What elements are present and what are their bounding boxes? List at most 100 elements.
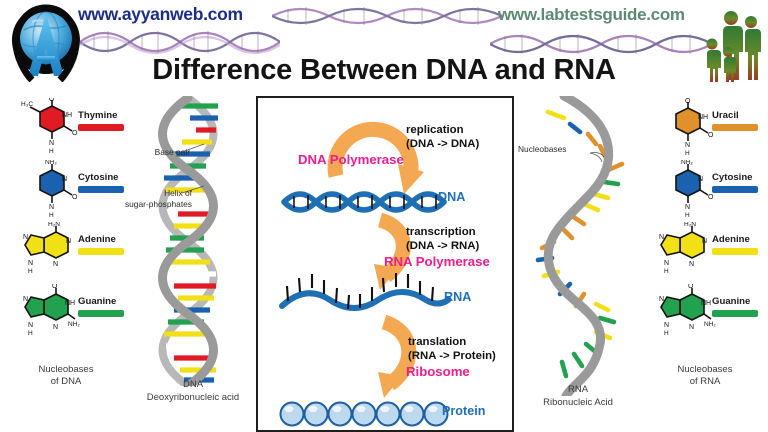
dna-helix-caption-line1: DNA xyxy=(182,379,204,390)
adenine-structure-icon: H₂N N N N N H xyxy=(18,221,80,280)
rna-nucleobases-caption-line2: of RNA xyxy=(689,376,721,387)
dna-polymerase-label: DNA Polymerase xyxy=(298,152,404,167)
adenine-label: Adenine xyxy=(78,234,116,245)
svg-text:N: N xyxy=(689,324,694,331)
helix-annotation-line1: Helix of xyxy=(164,188,192,198)
svg-text:N: N xyxy=(53,261,58,268)
svg-text:H: H xyxy=(685,150,690,156)
rna-nucleobases-column: O NH O N H Uracil NH₂ N O xyxy=(642,96,768,426)
thymine-structure-icon: H₃C O NH O N H xyxy=(18,96,80,156)
svg-text:O: O xyxy=(708,194,714,201)
adenine-color-bar xyxy=(78,248,124,255)
svg-text:H: H xyxy=(49,212,54,218)
svg-text:N: N xyxy=(53,324,58,331)
nucleobase-cytosine-dna: NH₂ N O N H Cytosine xyxy=(0,158,132,220)
transcription-process-label: transcription (DNA -> RNA) xyxy=(406,226,479,253)
svg-text:N: N xyxy=(702,238,707,245)
adenine-rna-color-bar xyxy=(712,248,758,255)
svg-text:N: N xyxy=(659,296,664,303)
svg-text:N: N xyxy=(664,260,669,267)
dna-nucleobases-caption: Nucleobases of DNA xyxy=(0,364,132,388)
svg-text:N: N xyxy=(28,322,33,329)
helix-sugar-phosphates-annotation: Helix of sugar-phosphates xyxy=(96,188,192,209)
guanine-color-bar xyxy=(78,310,124,317)
dna-helix-strip xyxy=(281,191,447,213)
svg-text:O: O xyxy=(52,284,58,290)
ayyanweb-globe-logo xyxy=(2,0,90,83)
svg-text:N: N xyxy=(23,234,28,241)
svg-text:O: O xyxy=(72,194,78,201)
svg-text:NH₂: NH₂ xyxy=(45,160,57,166)
svg-text:O: O xyxy=(49,98,55,103)
svg-text:N: N xyxy=(664,322,669,329)
svg-text:H: H xyxy=(664,268,669,275)
nucleobase-cytosine-rna: NH₂ N O N H Cytosine xyxy=(642,158,768,220)
dna-helix-caption: DNA Deoxyribonucleic acid xyxy=(130,379,256,404)
svg-text:N: N xyxy=(66,238,71,245)
svg-text:O: O xyxy=(72,130,78,137)
svg-text:N: N xyxy=(659,234,664,241)
dna-wave-decoration-left xyxy=(79,22,281,56)
svg-text:NH₂: NH₂ xyxy=(704,321,716,328)
svg-text:H: H xyxy=(685,212,690,218)
svg-text:N: N xyxy=(685,204,690,211)
cytosine-rna-structure-icon: NH₂ N O N H xyxy=(654,159,716,219)
nucleobase-thymine: H₃C O NH O N H Thymine xyxy=(0,96,132,158)
dna-nucleobases-column: H₃C O NH O N H Thymine NH₂ N xyxy=(0,96,132,426)
uracil-label: Uracil xyxy=(712,110,739,121)
svg-text:H: H xyxy=(28,330,33,337)
guanine-structure-icon: O NH NH₂ N N N H xyxy=(18,283,80,342)
svg-text:N: N xyxy=(28,260,33,267)
dna-nucleobases-caption-line2: of DNA xyxy=(50,376,82,387)
rna-strand-illustration: Nucleobases RNA Ribonucleic Acid xyxy=(514,96,642,432)
cytosine-color-bar xyxy=(78,186,124,193)
svg-text:O: O xyxy=(685,98,691,105)
svg-text:H: H xyxy=(28,268,33,275)
dna-wave-decoration-middle xyxy=(271,2,503,30)
transcription-line2: (DNA -> RNA) xyxy=(406,239,480,252)
rna-polymerase-label: RNA Polymerase xyxy=(384,254,490,269)
family-silhouette-icon xyxy=(700,6,768,82)
cytosine-rna-label: Cytosine xyxy=(712,172,753,183)
rna-nucleobases-caption-line1: Nucleobases xyxy=(677,364,733,375)
dna-nucleobases-caption-line1: Nucleobases xyxy=(38,364,94,375)
guanine-label: Guanine xyxy=(78,296,117,307)
svg-text:H₃C: H₃C xyxy=(21,101,33,108)
translation-line2: (RNA -> Protein) xyxy=(408,349,496,362)
rna-nucleobases-annotation: Nucleobases xyxy=(518,144,567,154)
svg-text:H₂N: H₂N xyxy=(684,222,696,228)
adenine-rna-label: Adenine xyxy=(712,234,750,245)
replication-process-label: replication (DNA -> DNA) xyxy=(406,124,479,151)
nucleobase-adenine-dna: H₂N N N N N H Adenine xyxy=(0,220,132,282)
svg-text:N: N xyxy=(49,140,54,147)
svg-text:N: N xyxy=(23,296,28,303)
dna-double-helix-illustration: Base pair Helix of sugar-phosphates DNA … xyxy=(125,96,256,426)
svg-text:O: O xyxy=(688,284,694,290)
base-pair-annotation: Base pair xyxy=(154,147,190,157)
svg-text:N: N xyxy=(62,176,67,183)
svg-text:NH: NH xyxy=(698,114,708,121)
header-url-right[interactable]: www.labtestsguide.com xyxy=(498,5,685,24)
svg-text:H: H xyxy=(664,330,669,337)
dna-wave-decoration-right xyxy=(489,26,713,58)
guanine-rna-color-bar xyxy=(712,310,758,317)
rna-strand-caption-line2: Ribonucleic Acid xyxy=(543,396,613,408)
uracil-structure-icon: O NH O N H xyxy=(654,98,716,157)
svg-text:NH₂: NH₂ xyxy=(68,321,80,328)
nucleobase-guanine-rna: O NH NH₂ N N N H Guanine xyxy=(642,282,768,344)
adenine-rna-structure-icon: H₂N N N N N H xyxy=(654,221,716,280)
svg-text:NH: NH xyxy=(65,300,75,307)
central-dogma-frame: replication (DNA -> DNA) DNA Polymerase … xyxy=(256,96,514,432)
uracil-color-bar xyxy=(712,124,758,131)
transcription-line1: transcription xyxy=(406,226,476,238)
rna-strand-strip xyxy=(279,273,451,311)
svg-text:H₂N: H₂N xyxy=(48,222,60,228)
cytosine-rna-color-bar xyxy=(712,186,758,193)
central-dogma-panel: replication (DNA -> DNA) DNA Polymerase … xyxy=(256,96,514,432)
rna-strand-caption-line1: RNA xyxy=(567,384,589,395)
header-url-left[interactable]: www.ayyanweb.com xyxy=(78,4,243,24)
svg-text:N: N xyxy=(49,204,54,211)
translation-line1: translation xyxy=(408,336,467,348)
svg-text:NH: NH xyxy=(701,300,711,307)
helix-annotation-line2: sugar-phosphates xyxy=(124,198,192,209)
